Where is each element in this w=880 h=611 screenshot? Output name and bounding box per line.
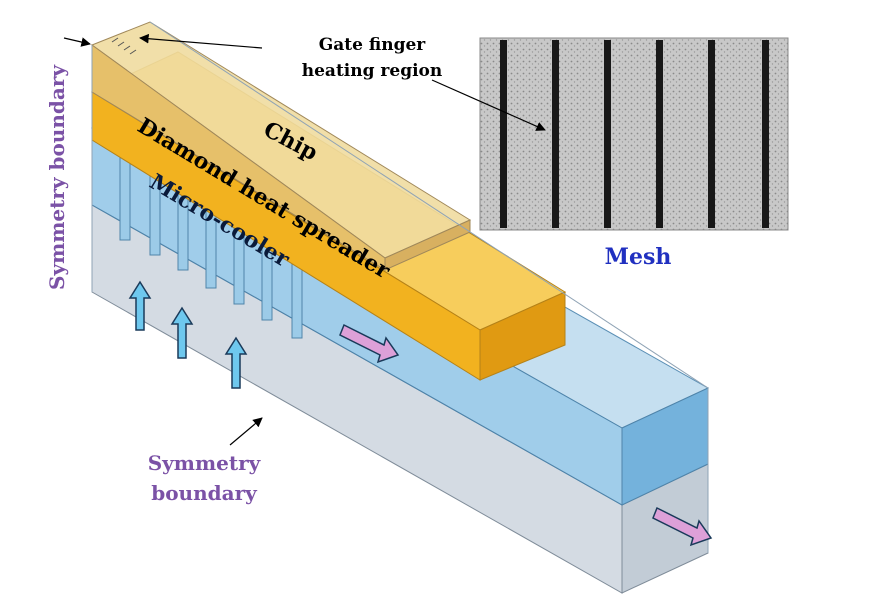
mesh-gate-lines bbox=[500, 40, 769, 228]
pointer-arrows bbox=[63, 33, 546, 446]
diagonal-arrow-icon bbox=[339, 323, 400, 364]
up-arrow-icon bbox=[128, 280, 152, 331]
up-arrow-icon bbox=[224, 336, 248, 389]
chip-block bbox=[90, 21, 472, 271]
diagonal-arrow-icon bbox=[652, 506, 713, 547]
thin-arrow-icon bbox=[63, 37, 91, 47]
up-arrow-icon bbox=[170, 306, 194, 359]
symmetry-boundary-bottom-line2: boundary bbox=[151, 481, 258, 505]
mesh-label: Mesh bbox=[605, 244, 672, 270]
thin-arrow-icon bbox=[431, 79, 546, 131]
outer-shell bbox=[91, 21, 709, 553]
gate-finger-label-line2: heating region bbox=[302, 61, 442, 81]
thin-arrow-icon bbox=[139, 33, 263, 49]
gate-finger-label-line1: Gate finger bbox=[319, 35, 427, 55]
gate-finger-marks bbox=[111, 37, 137, 55]
mesh-inset bbox=[479, 37, 789, 231]
inlet-arrows bbox=[128, 280, 248, 389]
outlet-arrows bbox=[339, 323, 713, 547]
symmetry-boundary-vertical-label: Symmetry boundary bbox=[45, 64, 69, 290]
symmetry-boundary-bottom-line1: Symmetry bbox=[148, 451, 262, 475]
thin-arrow-icon bbox=[229, 417, 263, 446]
